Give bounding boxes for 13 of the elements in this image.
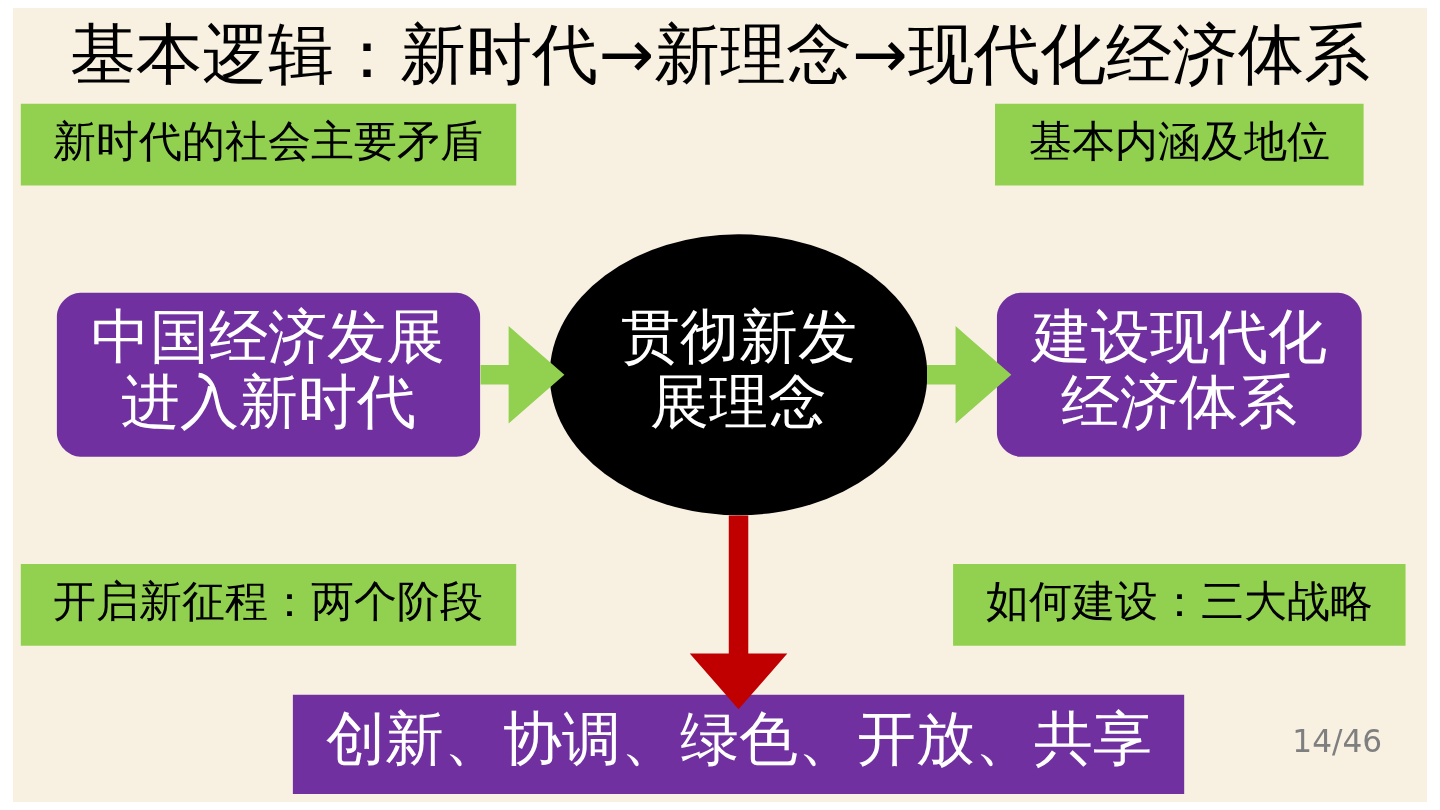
node-box: 建设现代化经济体系 — [996, 292, 1362, 457]
node-box: 如何建设：三大战略 — [953, 563, 1406, 646]
node-box: 开启新征程：两个阶段 — [20, 563, 517, 646]
label: 14/46 — [1292, 722, 1383, 759]
node-box: 创新、协调、绿色、开放、共享 — [292, 694, 1185, 795]
node-ellipse: 贯彻新发展理念 — [549, 234, 928, 516]
node-box: 中国经济发展进入新时代 — [56, 292, 481, 457]
diagram-title: 基本逻辑：新时代→新理念→现代化经济体系 — [70, 14, 1370, 93]
arrow — [480, 325, 565, 424]
node-box: 基本内涵及地位 — [995, 103, 1364, 186]
arrow — [927, 325, 1012, 424]
arrow — [689, 515, 788, 710]
node-box: 新时代的社会主要矛盾 — [20, 103, 517, 186]
